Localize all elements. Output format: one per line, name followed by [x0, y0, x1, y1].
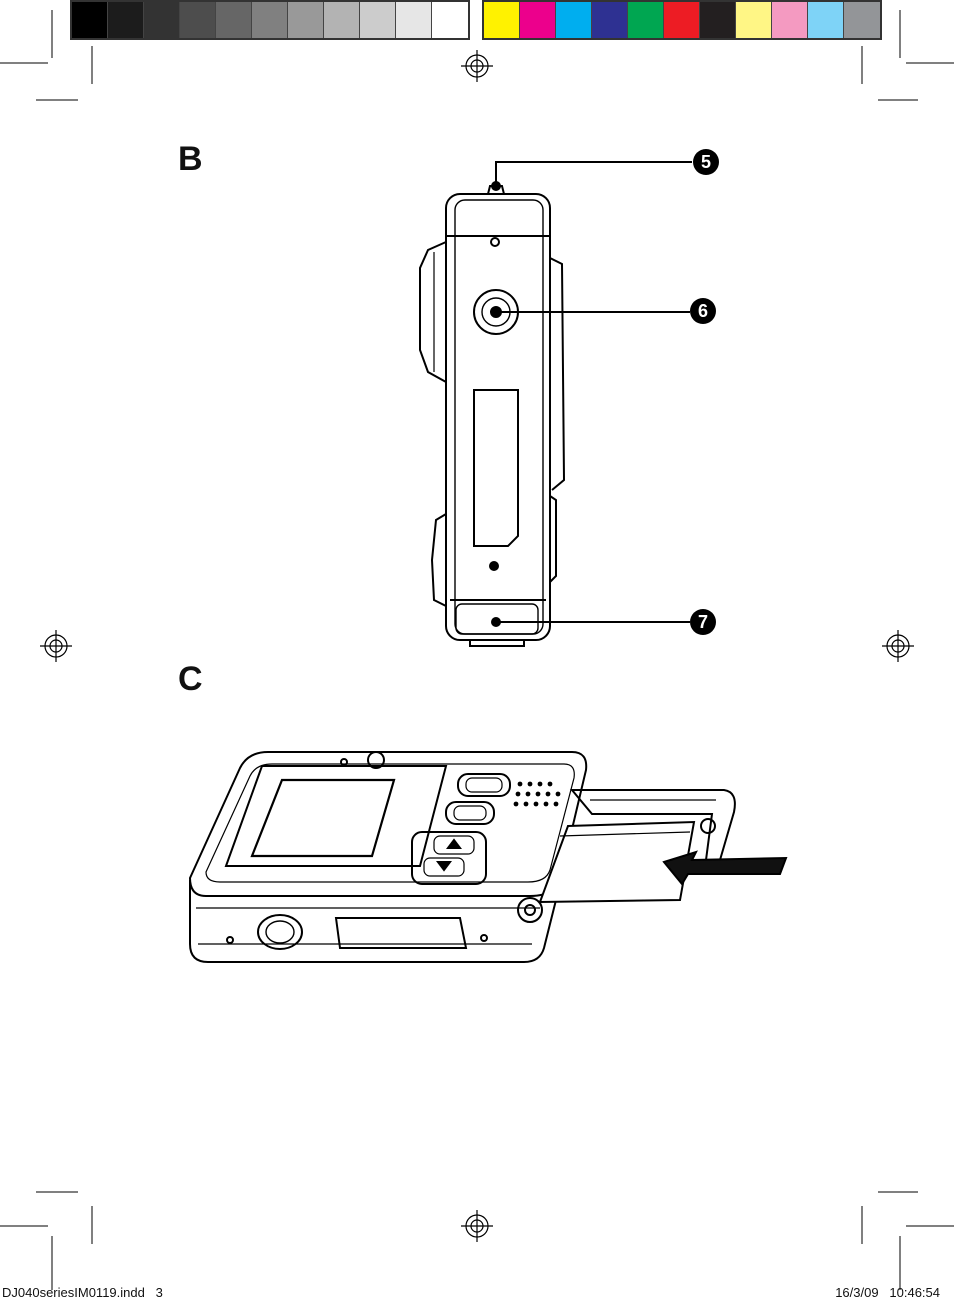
callout-marker-7: 7: [690, 609, 716, 635]
callout-lines: [496, 162, 692, 622]
registration-mark-bottom: [461, 1210, 493, 1242]
callout-dot-5: [491, 181, 501, 191]
slug-timestamp: 16/3/09 10:46:54: [835, 1285, 940, 1300]
registration-mark-right: [882, 630, 914, 662]
camera-battery-insertion-illustration: [190, 752, 786, 962]
crop-marks: [0, 10, 954, 1290]
callout-marker-6: 6: [690, 298, 716, 324]
camera-side-view-illustration: [420, 186, 564, 646]
callout-dot-6: [491, 307, 501, 317]
callout-number-5: 5: [701, 152, 711, 172]
slug-filename: DJ040seriesIM0119.indd 3: [2, 1285, 163, 1300]
callout-number-6: 6: [698, 301, 708, 321]
callout-marker-5: 5: [693, 149, 719, 175]
registration-mark-left: [40, 630, 72, 662]
registration-mark-top: [461, 50, 493, 82]
callout-dot-7: [491, 617, 501, 627]
callout-number-7: 7: [698, 612, 708, 632]
